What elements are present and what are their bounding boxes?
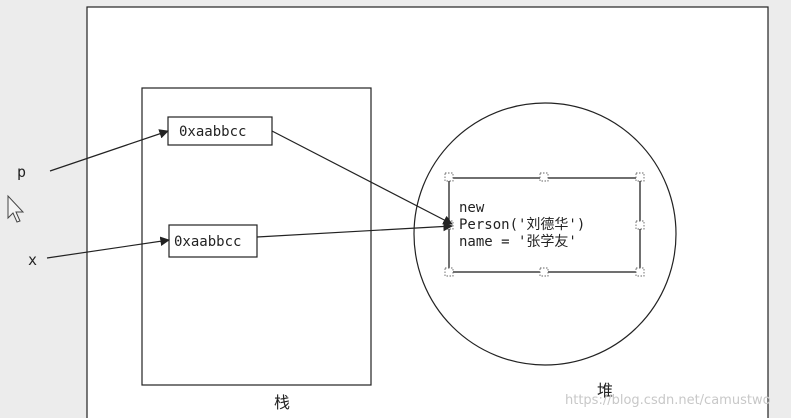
arrow-cell1-to-object <box>271 130 453 225</box>
watermark-text: https://blog.csdn.net/camustwo <box>565 393 771 408</box>
var-x-label: x <box>28 251 37 269</box>
handle-tl <box>444 172 454 182</box>
var-p-label: p <box>17 163 26 181</box>
object-line-constructor: Person('刘德华') <box>459 217 585 233</box>
stack-cell-1-value: 0xaabbcc <box>179 124 246 140</box>
stack-cell-1-box <box>167 116 273 146</box>
object-line-name: name = '张学友' <box>459 234 577 250</box>
handle-br <box>635 267 645 277</box>
arrow-x-to-stack <box>46 236 170 259</box>
object-box <box>448 177 641 273</box>
drawing-area <box>86 6 769 418</box>
stack-cell-2-box <box>168 224 258 258</box>
stack-region <box>141 87 372 386</box>
stack-label: 栈 <box>274 393 290 412</box>
handle-bl <box>444 267 454 277</box>
stack-cell-2-value: 0xaabbcc <box>174 234 241 250</box>
handle-bm <box>539 267 549 277</box>
handle-tr <box>635 172 645 182</box>
mouse-cursor-icon <box>7 194 25 223</box>
handle-mr <box>635 220 645 230</box>
arrow-p-to-stack <box>49 129 169 172</box>
heap-label: 堆 <box>597 381 613 400</box>
handle-tm <box>539 172 549 182</box>
object-line-new: new <box>459 200 485 216</box>
selection-handles <box>444 172 645 277</box>
heap-region <box>413 102 677 366</box>
arrow-cell2-to-object <box>256 221 453 238</box>
